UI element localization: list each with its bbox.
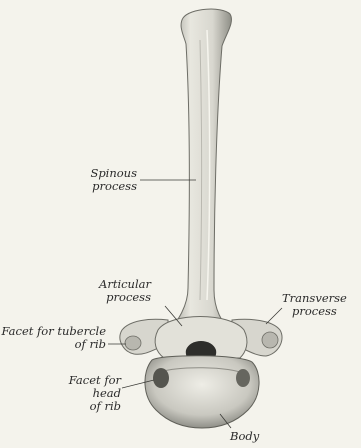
transverse-leader-line — [266, 308, 282, 324]
body-label: Body — [230, 430, 259, 443]
transverse-process-label: Transverse process — [282, 292, 347, 318]
tubercle-facet-label: Facet for tubercle of rib — [1, 325, 106, 351]
articular-process-label: Articular process — [99, 278, 151, 304]
vertebral-body-shape — [145, 356, 259, 428]
rib-head-facet-shape — [153, 368, 169, 388]
spinous-process-label: Spinous process — [90, 167, 137, 193]
head-facet-label: Facet for head of rib — [69, 374, 121, 413]
